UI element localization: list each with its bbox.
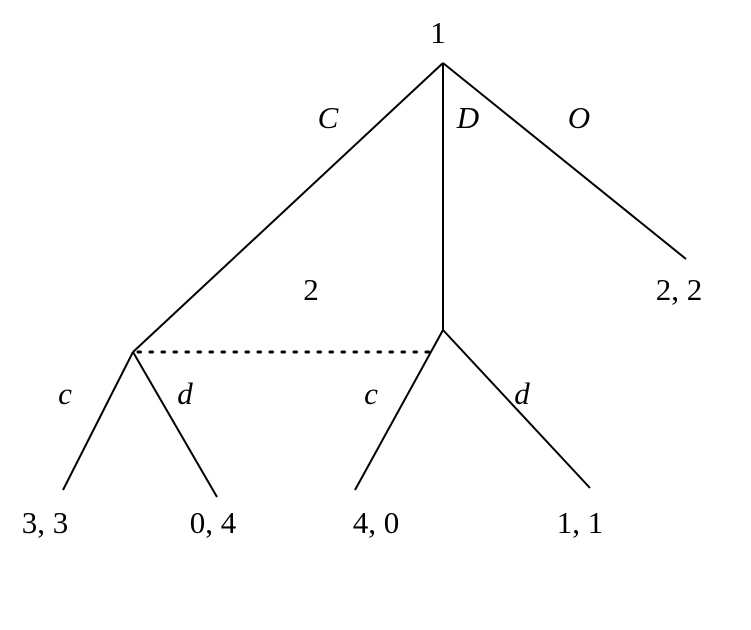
info-set-player-label: 2: [303, 272, 319, 307]
payoff-Cd: 0, 4: [189, 505, 237, 540]
payoff-O: 2, 2: [655, 272, 703, 307]
action-label-left-c: c: [58, 376, 72, 411]
edge-left-c: [62, 351, 134, 491]
payoff-Dd: 1, 1: [556, 505, 604, 540]
edge-O: [442, 62, 687, 260]
action-label-C: C: [317, 100, 339, 135]
action-label-O: O: [567, 100, 591, 135]
edge-C: [132, 62, 444, 353]
payoff-Cc: 3, 3: [21, 505, 69, 540]
edge-right-c: [354, 329, 444, 491]
action-label-D: D: [456, 100, 480, 135]
root-player-label: 1: [430, 15, 446, 50]
action-label-right-c: c: [364, 376, 378, 411]
action-label-right-d: d: [514, 376, 530, 411]
edge-left-d: [132, 351, 218, 498]
payoff-Dc: 4, 0: [352, 505, 400, 540]
action-label-left-d: d: [177, 376, 193, 411]
edge-right-d: [442, 329, 591, 489]
